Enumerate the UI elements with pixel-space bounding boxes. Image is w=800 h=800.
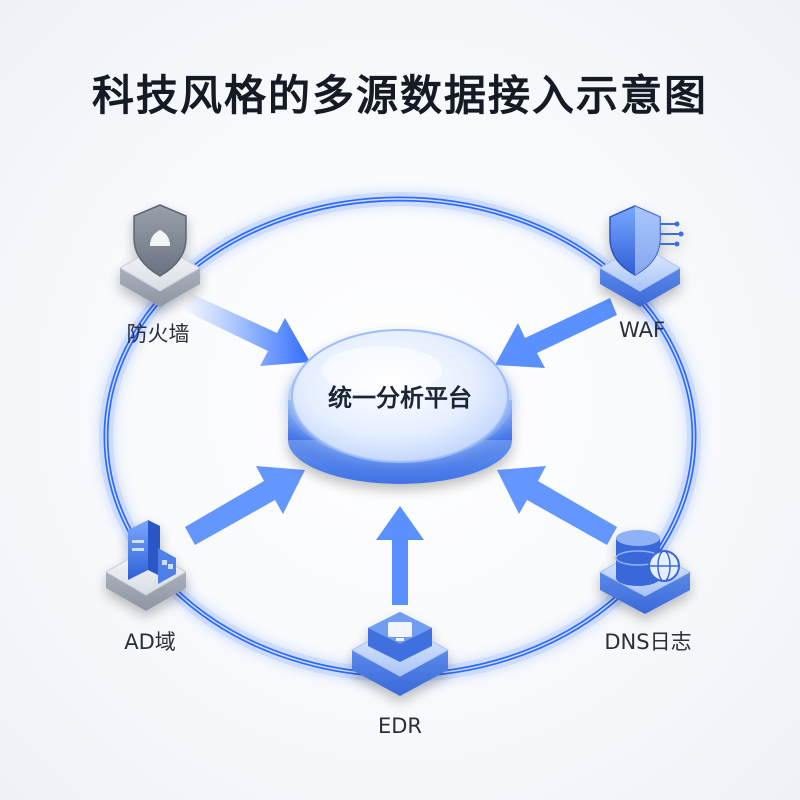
arrow-dns xyxy=(497,466,617,545)
node-label-edr: EDR xyxy=(377,714,423,738)
page-title: 科技风格的多源数据接入示意图 xyxy=(91,71,708,120)
node-firewall[interactable] xyxy=(118,204,202,307)
hub-platform xyxy=(288,329,512,484)
monitor-icon xyxy=(388,622,412,641)
node-dns[interactable] xyxy=(598,530,692,614)
arrow-ad xyxy=(185,466,305,545)
node-edr[interactable] xyxy=(350,612,450,696)
node-waf[interactable] xyxy=(598,205,684,307)
shield-icon xyxy=(133,204,187,277)
node-label-dns: DNS日志 xyxy=(604,630,692,654)
node-label-firewall: 防火墙 xyxy=(126,322,190,346)
hub-label: 统一分析平台 xyxy=(328,384,472,412)
server-network-icon xyxy=(128,520,176,584)
shield-network-icon xyxy=(609,205,684,276)
arrow-firewall xyxy=(183,293,310,366)
node-ad[interactable] xyxy=(104,520,188,611)
database-globe-icon xyxy=(615,530,680,586)
arrow-edr xyxy=(376,506,424,605)
node-label-ad: AD域 xyxy=(124,630,176,654)
node-label-waf: WAF xyxy=(618,318,666,342)
arrow-waf xyxy=(495,298,617,368)
